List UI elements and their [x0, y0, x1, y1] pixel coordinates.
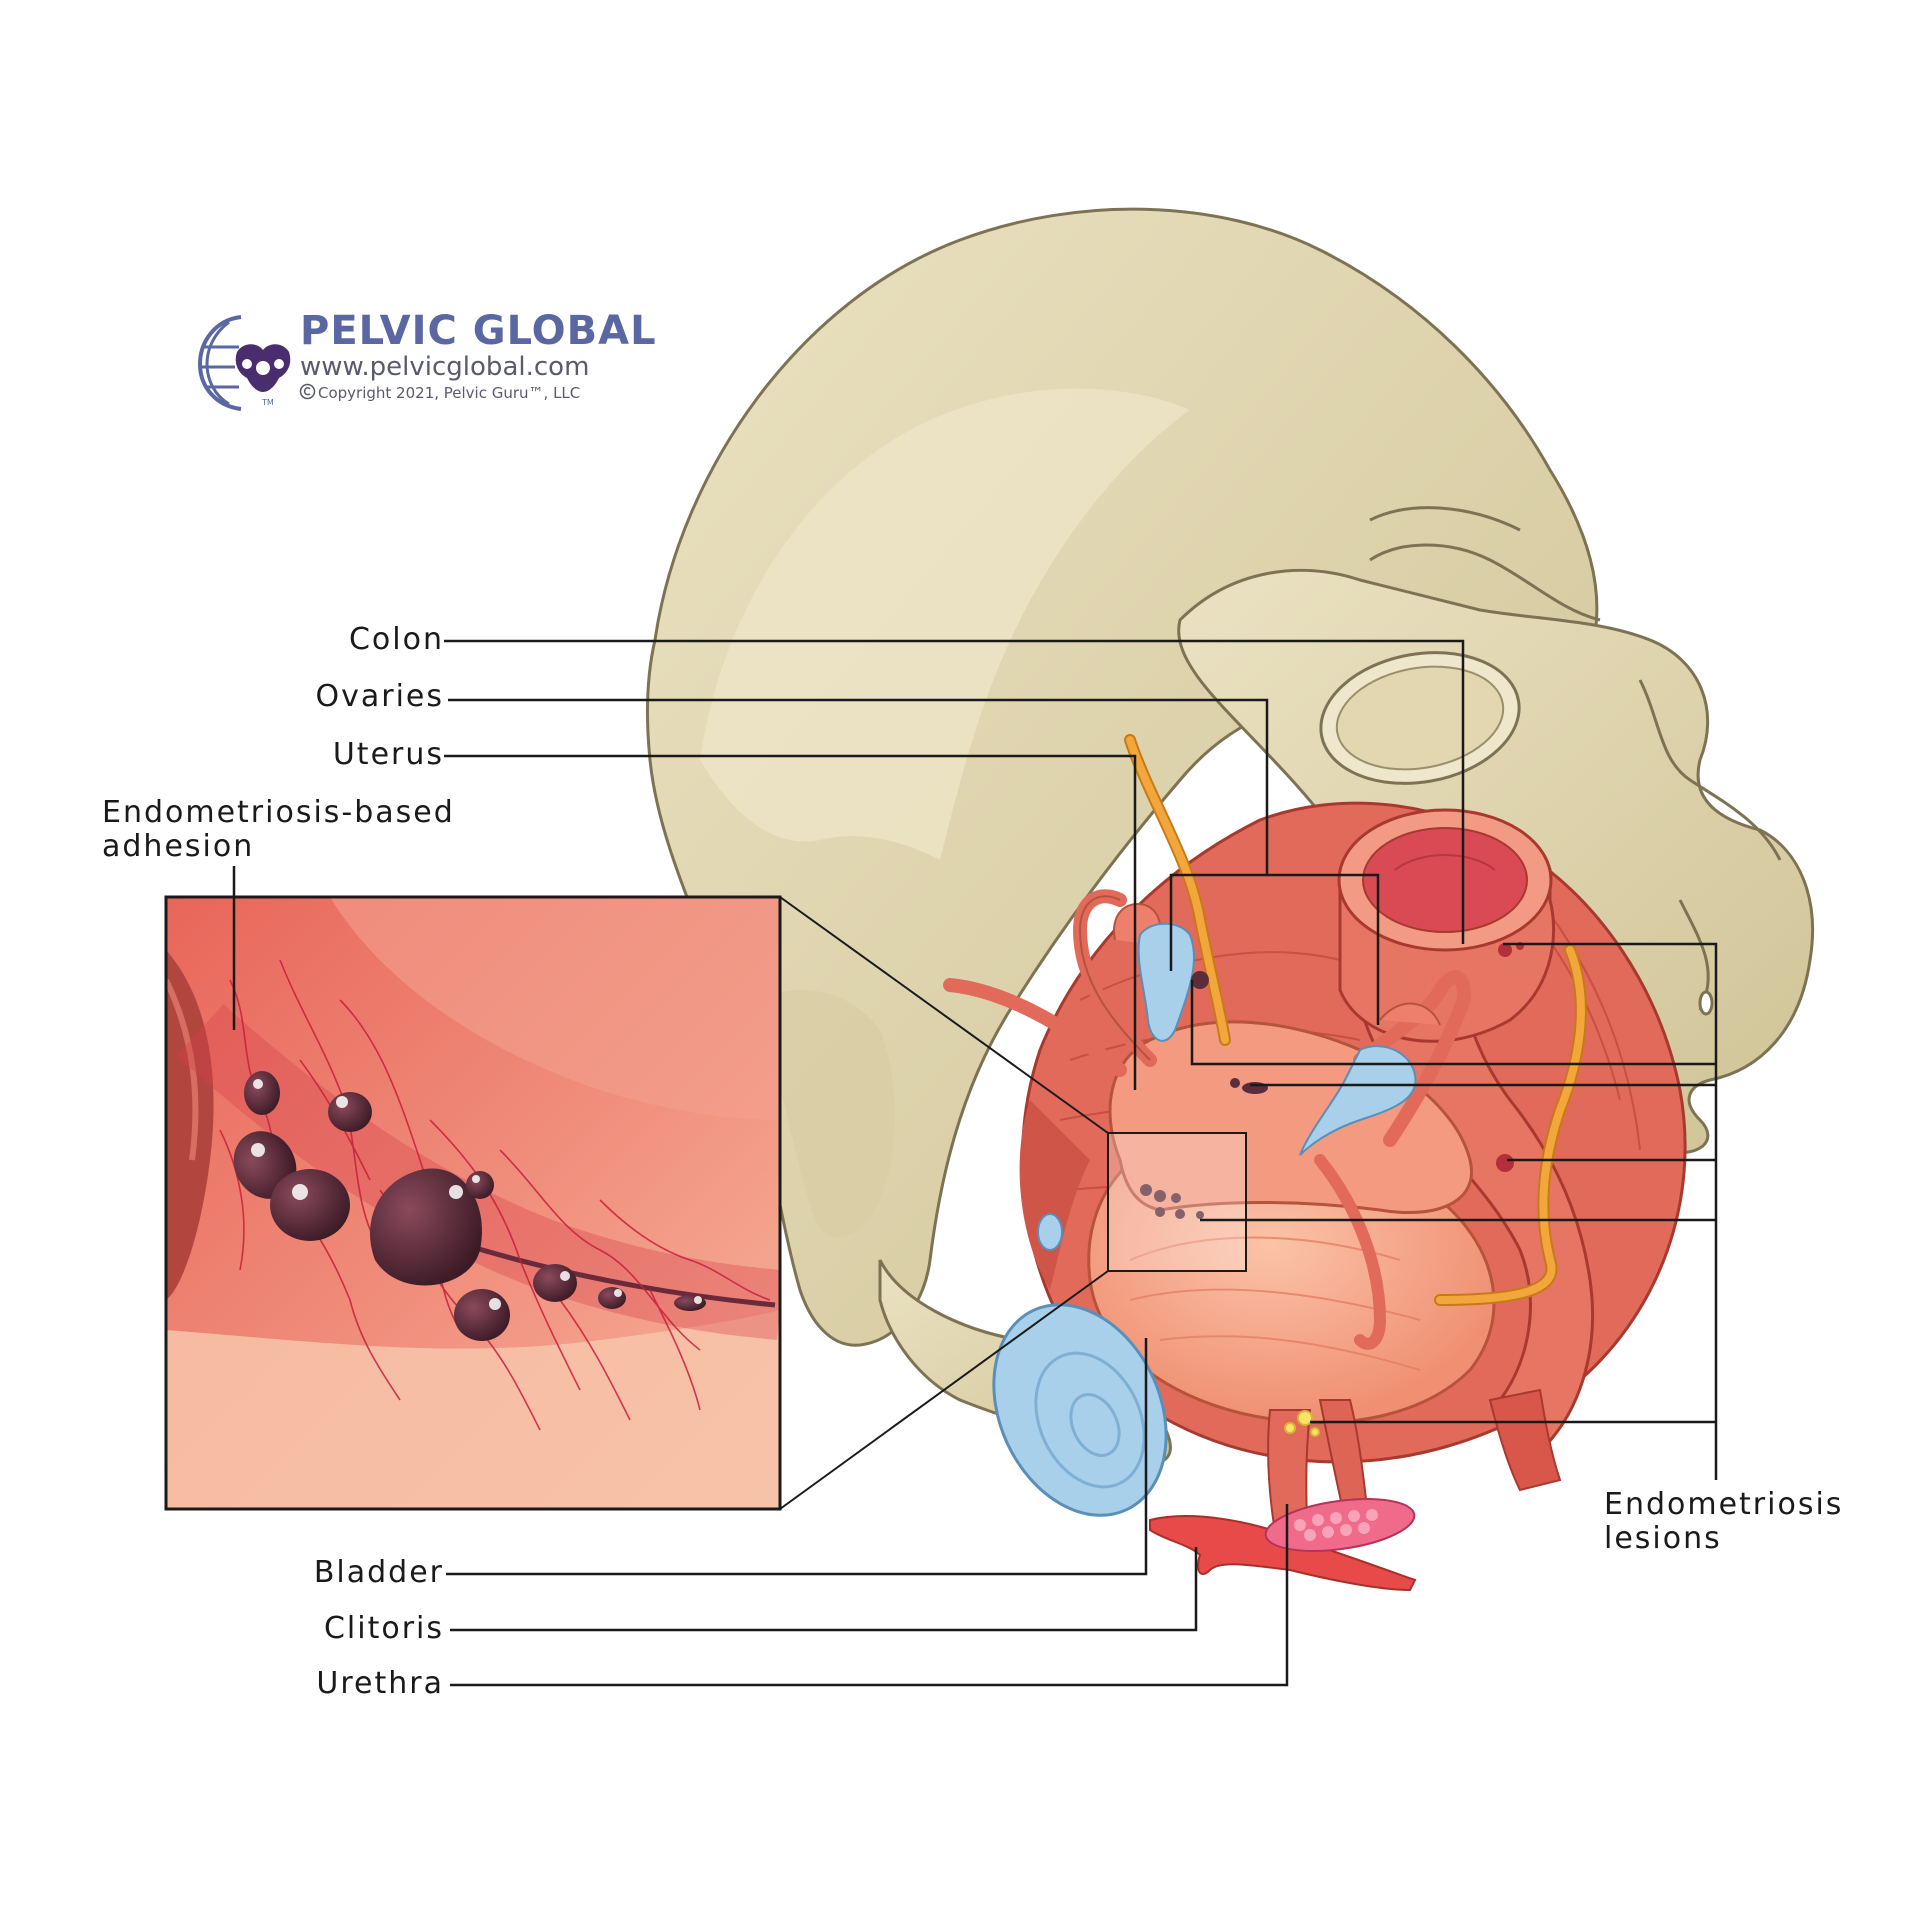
- label-uterus: Uterus: [332, 737, 444, 772]
- detail-frame: [1107, 1132, 1247, 1272]
- label-urethra: Urethra: [316, 1666, 444, 1701]
- label-lesions-line1: Endometriosis: [1604, 1487, 1844, 1522]
- label-clitoris: Clitoris: [323, 1611, 444, 1646]
- pubic-symphysis: [992, 1213, 1168, 1517]
- logo-title: PELVIC GLOBAL: [300, 308, 657, 354]
- lesion-adhesion-small: [1140, 1184, 1204, 1219]
- logo-url[interactable]: www.pelvicglobal.com: [300, 352, 590, 382]
- lesion-wall: [1496, 1154, 1514, 1172]
- ovaries: [1137, 922, 1417, 1156]
- ureters: [1124, 734, 1587, 1306]
- label-bladder: Bladder: [313, 1555, 444, 1590]
- label-lesions-line2: lesions: [1604, 1521, 1722, 1556]
- logo-tm-mark: TM: [262, 398, 274, 407]
- label-ovaries: Ovaries: [315, 679, 444, 714]
- label-colon: Colon: [348, 622, 444, 657]
- leader-lines: [232, 639, 1718, 1687]
- label-adhesion-line2: adhesion: [102, 829, 255, 864]
- lesion-ovary: [1191, 971, 1209, 989]
- inset-connector-lines: [779, 896, 1109, 1510]
- globe-pelvis-icon: [197, 315, 291, 411]
- lesion-urethra: [1284, 1410, 1320, 1437]
- copyright-icon: [299, 383, 316, 400]
- logo-copyright: Copyright 2021, Pelvic Guru™, LLC: [318, 384, 581, 402]
- clitoris: [1149, 1498, 1417, 1592]
- organ-lesions: [1140, 942, 1524, 1437]
- adhesion-inset: [164, 895, 782, 1511]
- label-adhesion-line1: Endometriosis-based: [102, 795, 455, 830]
